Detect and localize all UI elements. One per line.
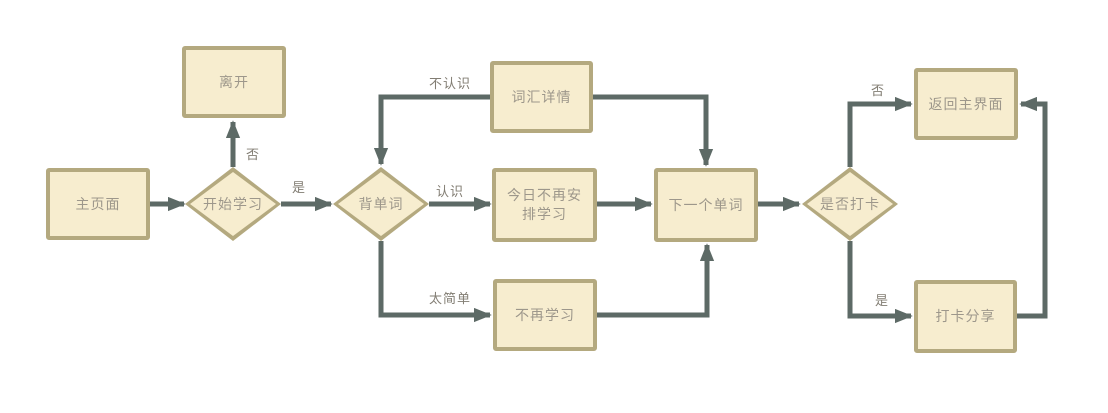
node-leave-label: 离开 xyxy=(219,73,249,90)
node-back-to-main-label: 返回主界面 xyxy=(928,95,1004,112)
node-leave: 离开 xyxy=(182,46,286,118)
node-back-to-main: 返回主界面 xyxy=(914,68,1018,140)
edge-label-checkin-yes: 是 xyxy=(875,293,890,308)
node-next-word: 下一个单词 xyxy=(654,168,758,242)
node-check-in-decision: 是否打卡 xyxy=(802,167,898,241)
node-check-in-decision-label: 是否打卡 xyxy=(820,196,880,212)
edge-worddetail-to-nextword xyxy=(593,94,714,167)
edge-checkin-to-share xyxy=(847,241,913,324)
node-check-in-share-label: 打卡分享 xyxy=(935,308,996,325)
node-start-study-decision: 开始学习 xyxy=(185,167,281,241)
edge-label-not-recognize: 不认识 xyxy=(429,76,472,91)
node-check-in-share: 打卡分享 xyxy=(914,280,1017,353)
edge-label-checkin-no: 否 xyxy=(871,83,886,98)
node-recite-word-label: 背单词 xyxy=(358,196,404,212)
edge-worddetail-to-reciteword xyxy=(373,94,490,166)
node-next-word-label: 下一个单词 xyxy=(668,196,744,213)
edge-label-start-no: 否 xyxy=(246,147,261,162)
node-word-detail-label: 词汇详情 xyxy=(511,88,572,105)
node-word-detail: 词汇详情 xyxy=(490,61,593,133)
node-stop-studying: 不再学习 xyxy=(493,279,597,351)
node-main-page-label: 主页面 xyxy=(75,195,121,212)
edge-checkin-to-backmain xyxy=(847,96,913,167)
node-recite-word-decision: 背单词 xyxy=(333,167,429,241)
node-no-more-study-today-label: 今日不再安排学习 xyxy=(507,187,582,222)
edge-stopstudying-to-nextword xyxy=(597,243,715,318)
edge-label-too-easy: 太简单 xyxy=(429,291,472,306)
node-start-study-label: 开始学习 xyxy=(203,196,263,212)
node-stop-studying-label: 不再学习 xyxy=(515,306,575,323)
edge-share-to-backmain xyxy=(1017,96,1048,319)
edge-label-start-yes: 是 xyxy=(292,180,307,195)
node-main-page: 主页面 xyxy=(46,168,150,240)
node-no-more-study-today: 今日不再安排学习 xyxy=(492,168,597,242)
edge-label-recognize: 认识 xyxy=(436,184,465,199)
edge-reciteword-to-stopstudying xyxy=(378,241,492,323)
